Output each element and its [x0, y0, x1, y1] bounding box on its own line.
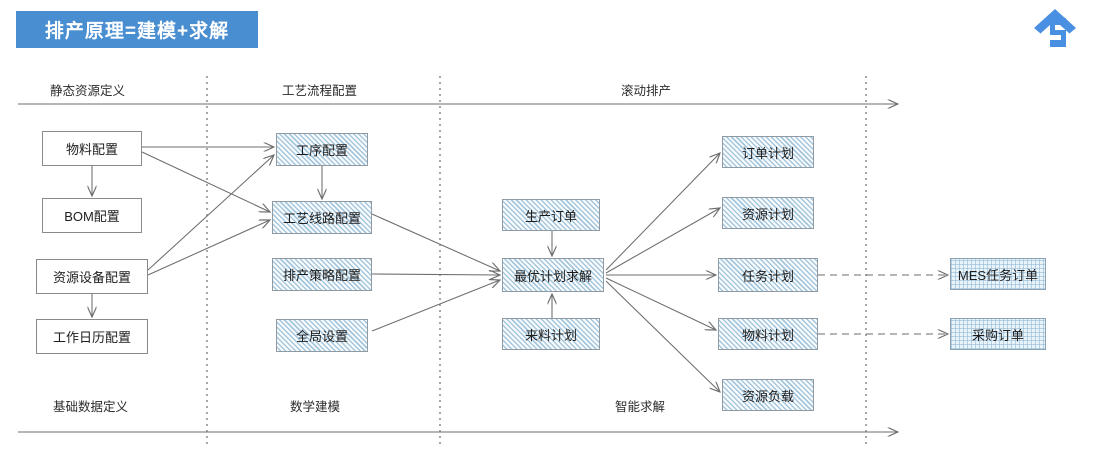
node-label: 任务计划 [741, 268, 794, 284]
node-material-plan[interactable]: 物料计划 [718, 318, 818, 350]
node-incoming-material-plan[interactable]: 来料计划 [502, 318, 600, 350]
node-label: 物料计划 [741, 327, 794, 343]
node-label: 资源负载 [741, 388, 794, 404]
node-label: 全局设置 [295, 329, 348, 344]
phase-label-top-1: 静态资源定义 [50, 84, 126, 98]
node-label: 排产策略配置 [282, 268, 361, 283]
node-label: 订单计划 [741, 145, 794, 161]
page-title: 排产原理=建模+求解 [16, 11, 258, 48]
node-optimal-plan-solver[interactable]: 最优计划求解 [502, 258, 604, 292]
node-label: MES任务订单 [957, 267, 1039, 283]
node-resource-plan[interactable]: 资源计划 [722, 197, 814, 229]
node-resource-load[interactable]: 资源负载 [722, 379, 814, 411]
phase-label-top-2: 工艺流程配置 [282, 84, 358, 98]
node-label: 生产订单 [524, 208, 577, 224]
node-label: 物料配置 [65, 142, 118, 157]
node-label: 资源计划 [741, 206, 794, 222]
node-operation-config[interactable]: 工序配置 [276, 133, 368, 166]
page-title-text: 排产原理=建模+求解 [44, 21, 230, 42]
node-bom-config[interactable]: BOM配置 [42, 198, 142, 233]
node-task-plan[interactable]: 任务计划 [718, 258, 818, 292]
node-label: 来料计划 [524, 327, 577, 343]
node-material-config[interactable]: 物料配置 [42, 131, 142, 166]
node-order-plan[interactable]: 订单计划 [722, 136, 814, 168]
node-label: 工序配置 [295, 143, 348, 158]
node-resource-equipment-config[interactable]: 资源设备配置 [36, 259, 148, 294]
node-mes-task-order[interactable]: MES任务订单 [950, 258, 1046, 290]
node-label: 工艺线路配置 [282, 211, 361, 226]
phase-label-bottom-2: 数学建模 [290, 400, 341, 414]
node-label: BOM配置 [64, 209, 120, 224]
company-logo [1028, 4, 1084, 54]
node-scheduling-strategy-config[interactable]: 排产策略配置 [272, 258, 372, 291]
node-label: 工作日历配置 [52, 330, 131, 345]
phase-label-bottom-3: 智能求解 [615, 400, 666, 414]
node-production-order[interactable]: 生产订单 [502, 199, 600, 231]
phase-label-bottom-1: 基础数据定义 [53, 400, 129, 414]
node-label: 最优计划求解 [513, 268, 592, 284]
node-routing-config[interactable]: 工艺线路配置 [272, 201, 372, 234]
phase-label-top-3: 滚动排产 [621, 84, 672, 98]
node-label: 采购订单 [971, 327, 1024, 343]
node-purchase-order[interactable]: 采购订单 [950, 318, 1046, 350]
node-label: 资源设备配置 [52, 270, 131, 285]
node-work-calendar-config[interactable]: 工作日历配置 [36, 319, 148, 354]
node-global-settings[interactable]: 全局设置 [276, 319, 368, 352]
